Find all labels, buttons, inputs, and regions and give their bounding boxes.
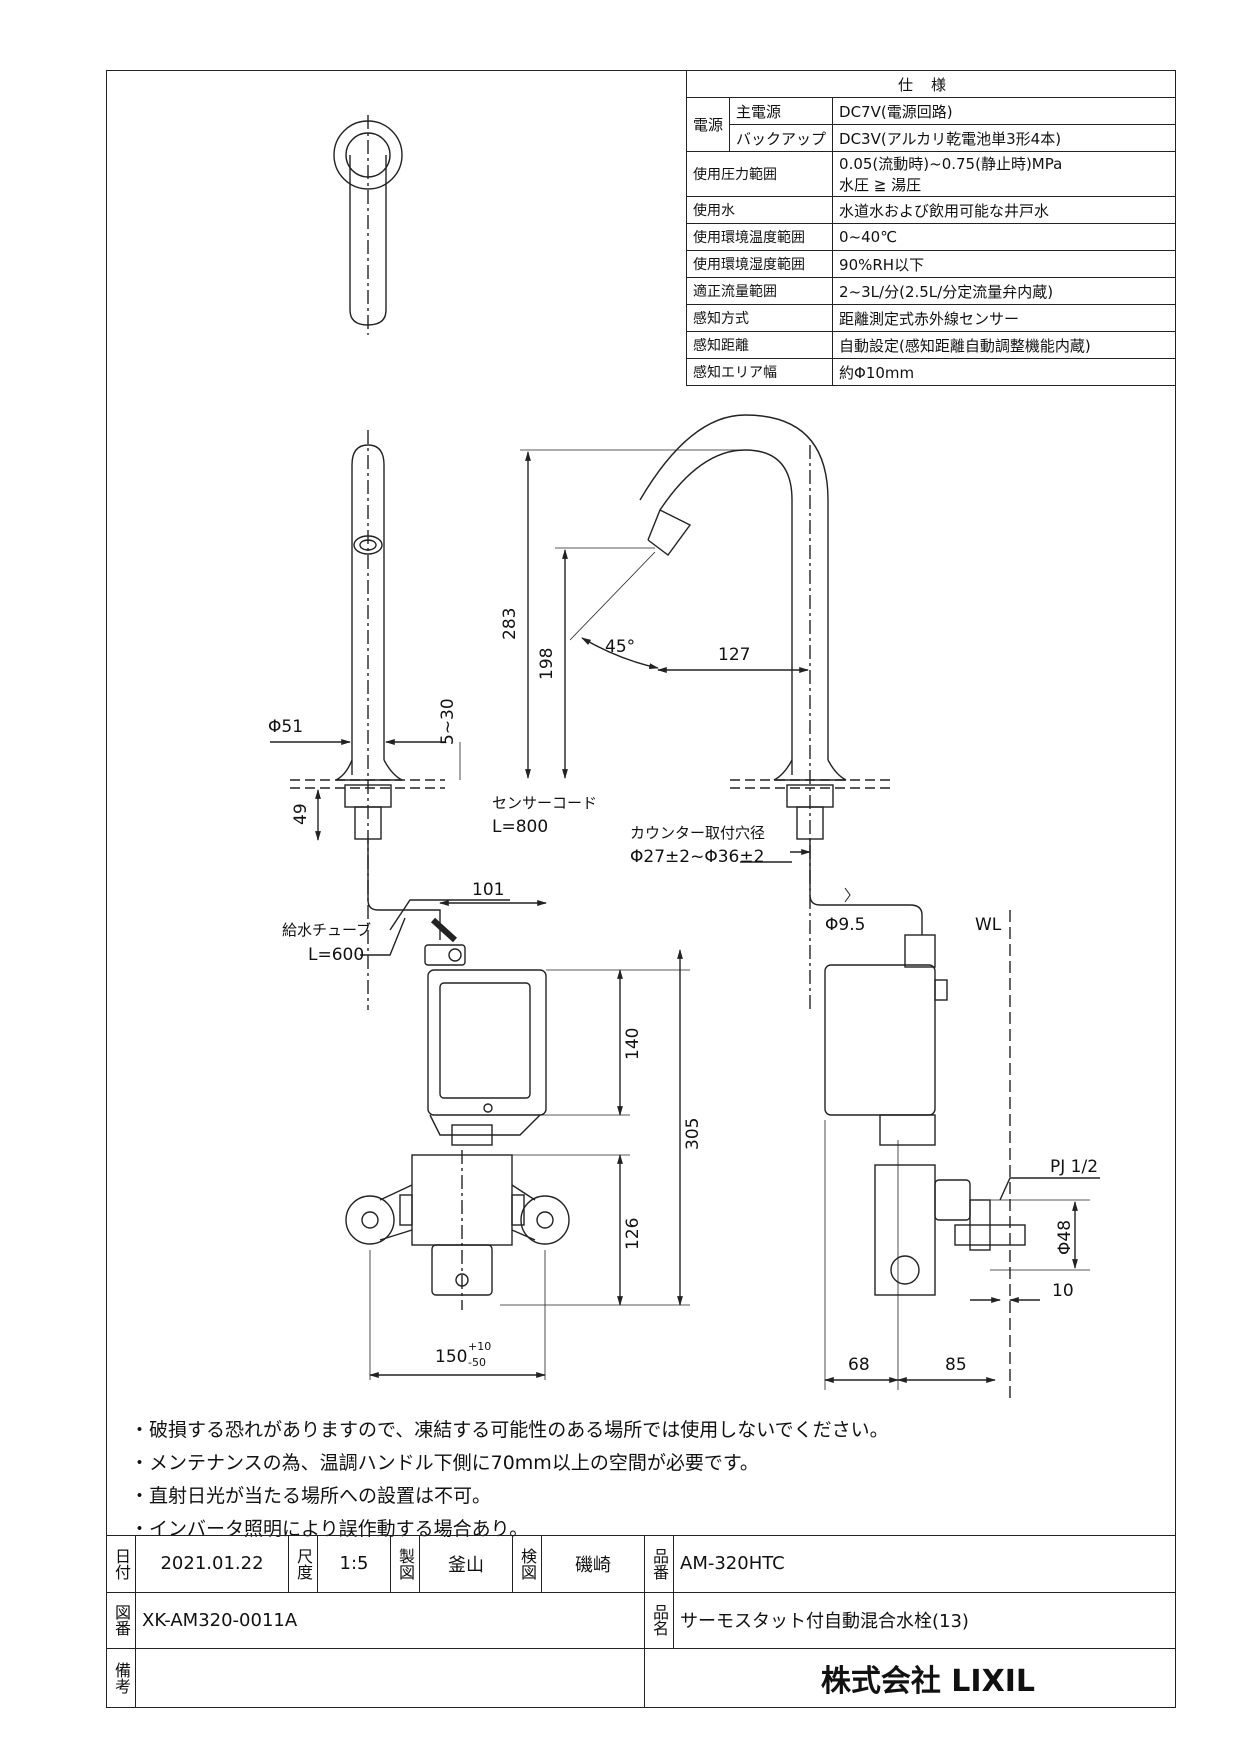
note-item: ・インバータ照明により誤作動する場合あり。 (130, 1518, 529, 1540)
scale-value: 1:5 (317, 1535, 391, 1593)
dimension-texts: 283 198 45° 127 Φ51 5~30 49 センサーコード L=80… (268, 608, 1098, 1375)
supply-tube-label: 給水チューブ (282, 921, 371, 939)
drawn-value: 釜山 (419, 1535, 513, 1593)
dim-150-tol-down: -50 (468, 1356, 486, 1369)
counter-hole-value: Φ27±2~Φ36±2 (630, 847, 764, 867)
spec-key: 主電源 (729, 97, 834, 125)
dim-phi9-5: Φ9.5 (825, 915, 865, 935)
check-value: 磯崎 (541, 1535, 645, 1593)
dim-45deg: 45° (605, 637, 635, 657)
spec-key: 使用環境温度範囲 (685, 223, 834, 251)
spec-value: 水道水および飲用可能な井戸水 (832, 196, 1176, 224)
drawing-frame (106, 70, 1176, 1708)
top-view-spout (333, 115, 403, 335)
dim-140: 140 (623, 1028, 643, 1060)
spec-value: 約Φ10mm (832, 358, 1176, 386)
spec-key: 感知エリア幅 (685, 358, 834, 386)
pj-label: PJ 1/2 (1050, 1157, 1098, 1177)
part-no-value: AM-320HTC (673, 1535, 1176, 1593)
remarks-value (135, 1648, 645, 1708)
remarks-label: 備考 (106, 1648, 136, 1708)
dim-68: 68 (848, 1355, 870, 1375)
drawing-no-value: XK-AM320-0011A (135, 1591, 645, 1650)
dim-phi51: Φ51 (268, 717, 303, 737)
dim-150: 150 (435, 1347, 467, 1367)
dim-101: 101 (472, 880, 504, 900)
note-item: ・直射日光が当たる場所への設置は不可。 (130, 1485, 492, 1507)
dim-127: 127 (718, 645, 750, 665)
spec-value: 距離測定式赤外線センサー (832, 304, 1176, 332)
sensor-cord-length: L=800 (492, 817, 548, 837)
drawn-label: 製図 (390, 1535, 420, 1593)
dim-85: 85 (945, 1355, 967, 1375)
notes: ・破損する恐れがありますので、凍結する可能性のある場所では使用しないでください。… (130, 1414, 889, 1546)
company-logo: 株式会社 LIXIL (644, 1648, 1176, 1708)
part-no-label: 品番 (644, 1535, 674, 1593)
part-name-label: 品名 (644, 1591, 674, 1650)
spec-group-power: 電源 (685, 97, 731, 152)
counter-hole-label: カウンター取付穴径 (630, 824, 765, 842)
spec-key: 使用圧力範囲 (685, 151, 834, 197)
spec-value: DC3V(アルカリ乾電池単3形4本) (832, 124, 1176, 152)
dim-305: 305 (683, 1118, 703, 1150)
title-block: 日付 2021.01.22 尺度 1:5 製図 釜山 検図 磯崎 品番 AM-3… (106, 1535, 1176, 1708)
dimension-lines (270, 449, 1100, 1400)
dim-150-tol-up: +10 (468, 1340, 491, 1353)
spec-key: 感知方式 (685, 304, 834, 332)
spec-value-line: 水圧 ≧ 湯圧 (839, 176, 922, 194)
date-value: 2021.01.22 (135, 1535, 289, 1593)
control-box-front (345, 917, 570, 1310)
date-label: 日付 (106, 1535, 136, 1593)
spec-key: 使用環境湿度範囲 (685, 250, 834, 278)
dim-phi48: Φ48 (1055, 1220, 1075, 1255)
dim-10: 10 (1052, 1281, 1074, 1301)
note-item: ・破損する恐れがありますので、凍結する可能性のある場所では使用しないでください。 (130, 1419, 889, 1441)
dim-126: 126 (623, 1218, 643, 1250)
part-name-value: サーモスタット付自動混合水栓(13) (673, 1591, 1176, 1650)
side-view-faucet (639, 414, 1026, 1296)
drawing-no-label: 図番 (106, 1591, 136, 1650)
check-label: 検図 (512, 1535, 542, 1593)
spec-value: 2~3L/分(2.5L/分定流量弁内蔵) (832, 277, 1176, 305)
supply-tube-length: L=600 (308, 945, 364, 965)
spec-value: 0~40℃ (832, 223, 1176, 251)
spec-value: 0.05(流動時)~0.75(静止時)MPa 水圧 ≧ 湯圧 (832, 151, 1176, 197)
dim-283: 283 (500, 608, 520, 640)
spec-value-line: 0.05(流動時)~0.75(静止時)MPa (839, 155, 1063, 173)
scale-label: 尺度 (288, 1535, 318, 1593)
spec-value: 自動設定(感知距離自動調整機能内蔵) (832, 331, 1176, 359)
spec-table: 仕様 電源 主電源 DC7V(電源回路) バックアップ DC3V(アルカリ乾電池… (685, 70, 1176, 386)
dim-49: 49 (291, 803, 311, 825)
spec-key: 適正流量範囲 (685, 277, 834, 305)
dim-198: 198 (537, 648, 557, 680)
front-view-faucet (290, 430, 445, 1010)
sensor-cord-label: センサーコード (492, 794, 597, 812)
spec-key: 使用水 (685, 196, 834, 224)
note-item: ・メンテナンスの為、温調ハンドル下側に70mm以上の空間が必要です。 (130, 1452, 759, 1474)
wl-label: WL (975, 915, 1002, 935)
dim-5-30: 5~30 (438, 698, 458, 745)
